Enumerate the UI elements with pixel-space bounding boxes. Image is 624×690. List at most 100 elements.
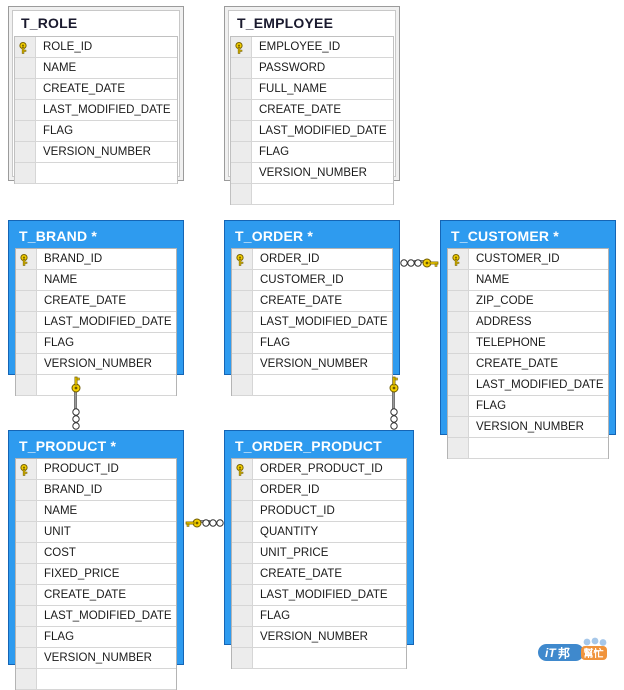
entity-title[interactable]: T_BRAND *: [19, 228, 98, 244]
column-gutter: [232, 501, 253, 521]
column-row[interactable]: VERSION_NUMBER: [15, 142, 177, 163]
column-row[interactable]: PRODUCT_ID: [16, 459, 176, 480]
column-row[interactable]: FLAG: [232, 606, 406, 627]
new-column-row[interactable]: [448, 438, 608, 459]
column-row[interactable]: VERSION_NUMBER: [16, 354, 176, 375]
column-row[interactable]: COST: [16, 543, 176, 564]
column-row[interactable]: NAME: [15, 58, 177, 79]
column-row[interactable]: LAST_MODIFIED_DATE: [231, 121, 393, 142]
column-row[interactable]: PASSWORD: [231, 58, 393, 79]
new-column-row[interactable]: [231, 184, 393, 205]
column-row[interactable]: FLAG: [231, 142, 393, 163]
column-row[interactable]: NAME: [448, 270, 608, 291]
entity-title[interactable]: T_ORDER *: [235, 228, 314, 244]
column-name: ADDRESS: [476, 316, 532, 328]
column-row[interactable]: TELEPHONE: [448, 333, 608, 354]
column-row[interactable]: LAST_MODIFIED_DATE: [232, 312, 392, 333]
column-row[interactable]: EMPLOYEE_ID: [231, 37, 393, 58]
column-row[interactable]: UNIT: [16, 522, 176, 543]
column-gutter: [16, 522, 37, 542]
column-gutter: [15, 163, 36, 183]
entity-title[interactable]: T_ROLE: [13, 11, 179, 36]
column-row[interactable]: ROLE_ID: [15, 37, 177, 58]
column-row[interactable]: ZIP_CODE: [448, 291, 608, 312]
entity-title[interactable]: T_CUSTOMER *: [451, 228, 559, 244]
entity-title[interactable]: T_ORDER_PRODUCT: [235, 438, 382, 454]
column-name: PRODUCT_ID: [260, 505, 335, 517]
column-row[interactable]: ADDRESS: [448, 312, 608, 333]
column-row[interactable]: FLAG: [15, 121, 177, 142]
column-row[interactable]: NAME: [16, 270, 176, 291]
column-row[interactable]: LAST_MODIFIED_DATE: [16, 312, 176, 333]
column-row[interactable]: VERSION_NUMBER: [448, 417, 608, 438]
column-row[interactable]: NAME: [16, 501, 176, 522]
column-row[interactable]: ORDER_ID: [232, 249, 392, 270]
relationship-rel_orderproduct_order[interactable]: [386, 375, 402, 430]
column-row[interactable]: CREATE_DATE: [232, 291, 392, 312]
relationship-rel_order_customer[interactable]: [400, 254, 440, 270]
column-row[interactable]: VERSION_NUMBER: [16, 648, 176, 669]
relationship-rel_product_brand[interactable]: [68, 375, 84, 430]
column-row[interactable]: UNIT_PRICE: [232, 543, 406, 564]
new-column-row[interactable]: [15, 163, 177, 184]
column-row[interactable]: CUSTOMER_ID: [448, 249, 608, 270]
entity-title[interactable]: T_EMPLOYEE: [229, 11, 395, 36]
key-icon: [20, 253, 32, 266]
column-row[interactable]: CREATE_DATE: [16, 291, 176, 312]
column-row[interactable]: CREATE_DATE: [231, 100, 393, 121]
column-gutter: [16, 291, 37, 311]
column-row[interactable]: FIXED_PRICE: [16, 564, 176, 585]
column-row[interactable]: BRAND_ID: [16, 480, 176, 501]
column-row[interactable]: ORDER_PRODUCT_ID: [232, 459, 406, 480]
column-row[interactable]: CREATE_DATE: [16, 585, 176, 606]
column-row[interactable]: FLAG: [448, 396, 608, 417]
column-row[interactable]: BRAND_ID: [16, 249, 176, 270]
column-gutter: [15, 142, 36, 162]
column-row[interactable]: QUANTITY: [232, 522, 406, 543]
column-name: LAST_MODIFIED_DATE: [260, 316, 388, 328]
column-row[interactable]: FLAG: [16, 333, 176, 354]
column-name: VERSION_NUMBER: [44, 358, 152, 370]
column-row[interactable]: CREATE_DATE: [448, 354, 608, 375]
column-row[interactable]: VERSION_NUMBER: [231, 163, 393, 184]
new-column-row[interactable]: [232, 648, 406, 669]
column-row[interactable]: LAST_MODIFIED_DATE: [232, 585, 406, 606]
relationship-rel_orderproduct_product[interactable]: [184, 514, 224, 530]
new-column-row[interactable]: [232, 375, 392, 396]
column-row[interactable]: LAST_MODIFIED_DATE: [448, 375, 608, 396]
column-row[interactable]: LAST_MODIFIED_DATE: [15, 100, 177, 121]
column-row[interactable]: VERSION_NUMBER: [232, 627, 406, 648]
column-gutter: [231, 100, 252, 120]
column-name: ORDER_ID: [260, 253, 320, 265]
column-row[interactable]: LAST_MODIFIED_DATE: [16, 606, 176, 627]
column-row[interactable]: FULL_NAME: [231, 79, 393, 100]
column-row[interactable]: PRODUCT_ID: [232, 501, 406, 522]
column-gutter: [448, 375, 469, 395]
entity-inner: T_ORDER * ORDER_ID CUSTOMER_ID CREATE_DATE L…: [229, 225, 395, 396]
column-gutter: [231, 184, 252, 204]
column-row[interactable]: CREATE_DATE: [232, 564, 406, 585]
new-column-row[interactable]: [16, 669, 176, 690]
crows-foot-icon: [70, 408, 82, 435]
column-row[interactable]: FLAG: [232, 333, 392, 354]
column-gutter: [448, 438, 469, 458]
column-name: CREATE_DATE: [260, 295, 343, 307]
column-row[interactable]: CREATE_DATE: [15, 79, 177, 100]
relationship-key-icon: [422, 256, 440, 274]
column-row[interactable]: ORDER_ID: [232, 480, 406, 501]
new-column-row[interactable]: [16, 375, 176, 396]
entity-t_order[interactable]: T_ORDER * ORDER_ID CUSTOMER_ID CREATE_DATE L…: [224, 220, 400, 396]
column-row[interactable]: FLAG: [16, 627, 176, 648]
column-row[interactable]: CUSTOMER_ID: [232, 270, 392, 291]
entity-title[interactable]: T_PRODUCT *: [19, 438, 117, 454]
column-row[interactable]: VERSION_NUMBER: [232, 354, 392, 375]
column-name: BRAND_ID: [44, 484, 103, 496]
